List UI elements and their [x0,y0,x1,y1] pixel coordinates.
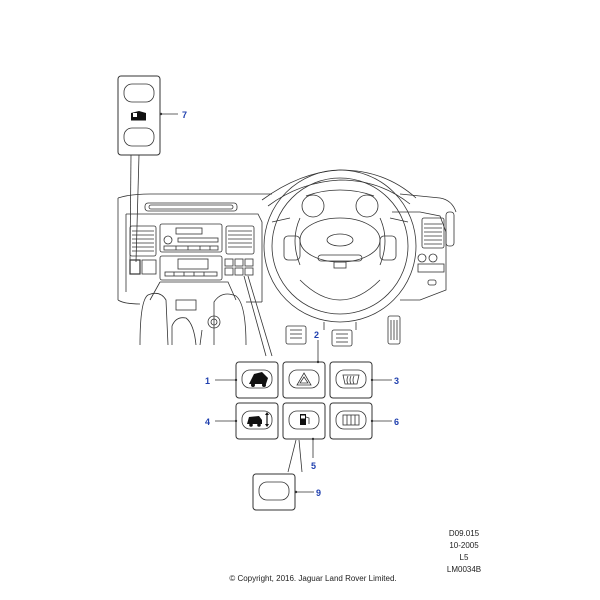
dashboard-illustration [117,169,457,347]
hazard-warning-icon [296,372,312,386]
detail-9-blank-switch [252,439,314,511]
enlarged-switch-panel [235,361,373,440]
climate-control-panel [159,255,223,281]
callout-5: 5 [311,461,316,471]
detail-7-switch-panel [117,75,178,263]
right-air-vent [421,217,445,249]
callout-1: 1 [205,376,210,386]
callout-4: 4 [205,417,210,427]
left-air-vent [129,225,157,257]
callout-6: 6 [394,417,399,427]
callout-9: 9 [316,488,321,498]
radio-unit [159,223,223,253]
diagram-sheet: L5 [459,553,469,562]
switch-3-rear-screen-heat [329,361,373,399]
dash-switch-bank [224,258,254,276]
diagram-date: 10-2005 [449,541,479,550]
switch-5-fuel-flap [282,402,326,440]
switch-4-ride-height [235,402,279,440]
callout-3: 3 [394,376,399,386]
callout-2: 2 [314,330,319,340]
center-air-vent [225,225,255,255]
vehicle-height-icon [247,412,269,427]
rear-defrost-icon [342,374,360,385]
illustration-number: LM0034B [446,565,482,574]
pedals [285,315,401,347]
switch-1-hill-descent [235,361,279,399]
diagram-reference: D09.015 [448,529,480,538]
switch-2-hazard [282,361,326,399]
front-defrost-icon [342,414,360,426]
fuel-pump-icon [300,414,310,425]
copyright-notice: © Copyright, 2016. Jaguar Land Rover Lim… [229,574,397,583]
hill-descent-icon [249,372,268,387]
callout-7: 7 [182,110,187,120]
steering-wheel [263,169,417,323]
switch-6-front-screen-heat [329,402,373,440]
